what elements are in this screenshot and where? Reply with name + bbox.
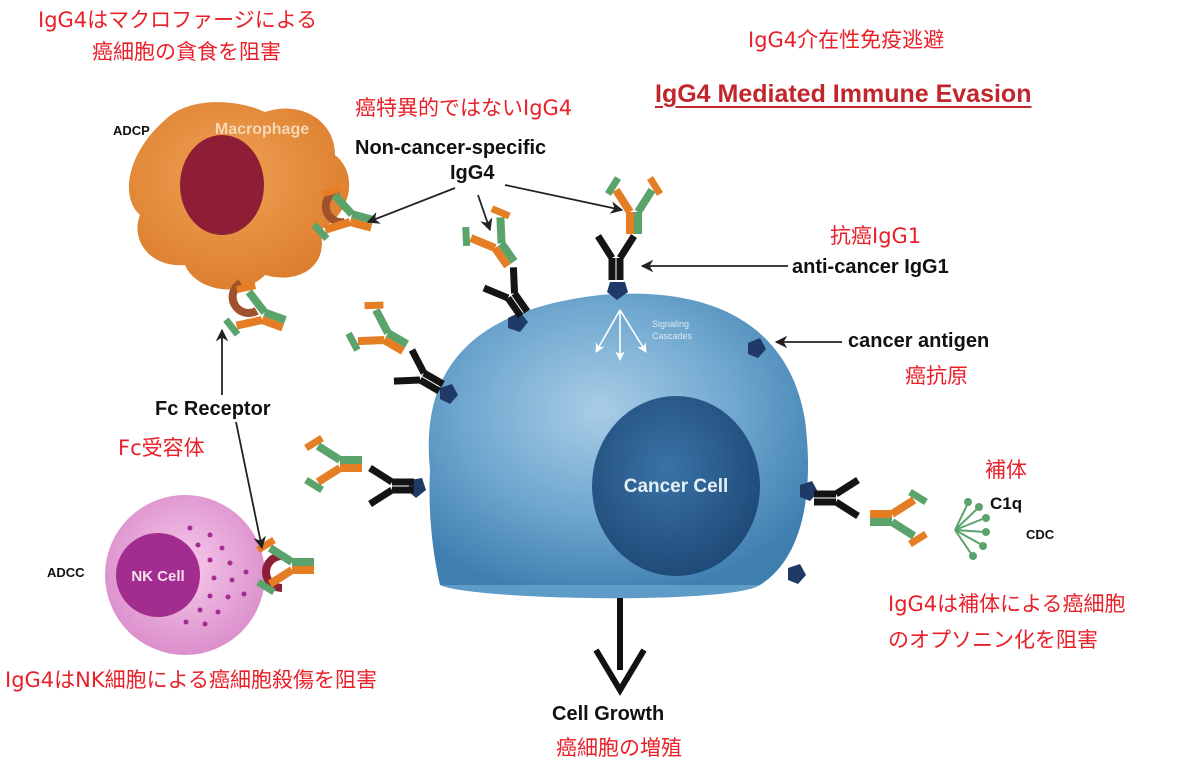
igg1-cdc-side — [814, 480, 858, 516]
fc-receptor-jp: Fc受容体 — [118, 436, 205, 460]
complement-note-line2: のオプソニン化を阻害 — [888, 628, 1098, 652]
cancer-antigens — [408, 282, 818, 584]
nk-cell: NK Cell — [105, 495, 265, 655]
macrophage: Macrophage — [128, 102, 350, 290]
title-jp: IgG4介在性免疫逃避 — [748, 28, 945, 52]
cell-growth-en: Cell Growth — [552, 703, 665, 725]
pointer-arrows — [215, 184, 842, 550]
macrophage-note-line2: 癌細胞の貪食を阻害 — [92, 40, 281, 64]
anti-cancer-igg1-jp: 抗癌IgG1 — [830, 224, 922, 248]
cell-growth-arrow — [593, 598, 647, 696]
arrow-igg4-to-upper-left — [477, 194, 493, 232]
antigen-top — [607, 282, 628, 300]
non-cancer-igg4-en-line2: IgG4 — [450, 162, 495, 184]
signaling-arrows — [595, 309, 647, 361]
igg4-left-mid — [344, 297, 418, 370]
c1q-complement — [954, 498, 990, 560]
cell-growth-jp: 癌細胞の増殖 — [556, 736, 682, 760]
igg1-top — [598, 236, 634, 280]
igg1-left-low — [370, 468, 414, 504]
igg4-top — [608, 178, 660, 234]
complement-jp: 補体 — [985, 458, 1027, 482]
nk-fc-receptor — [262, 552, 283, 592]
antigen-upper-left — [508, 312, 528, 332]
cancer-cell-nucleus — [592, 396, 760, 576]
anti-cancer-igg1-en: anti-cancer IgG1 — [792, 256, 949, 278]
arrow-igg4-to-top — [504, 184, 624, 214]
antigen-cdc-side — [800, 481, 818, 501]
title-en: IgG4 Mediated Immune Evasion — [655, 80, 1032, 108]
igg4-cdc-side — [870, 492, 926, 544]
cdc-label: CDC — [1026, 527, 1055, 542]
nk-cell-nucleus — [116, 533, 200, 617]
nk-cell-note: IgG4はNK細胞による癌細胞殺傷を阻害 — [5, 668, 378, 692]
antigen-bottom-right — [788, 564, 806, 584]
antigen-right — [748, 338, 766, 358]
nk-cell-label: NK Cell — [131, 568, 184, 585]
non-cancer-igg4-jp: 癌特異的ではないIgG4 — [355, 96, 573, 120]
igg4-upper-left — [457, 203, 532, 279]
signaling-label-line1: Signaling — [652, 319, 689, 329]
complement-note-line1: IgG4は補体による癌細胞 — [888, 592, 1126, 616]
antigen-left-mid — [440, 384, 458, 404]
nk-granules — [183, 525, 249, 627]
arrow-fc-to-nk — [235, 421, 266, 550]
signaling-label-line2: Cascades — [652, 331, 693, 341]
adcc-label: ADCC — [47, 565, 85, 580]
adcp-label: ADCP — [113, 123, 150, 138]
cancer-cell-label: Cancer Cell — [624, 476, 729, 497]
igg4-left-low — [306, 438, 362, 490]
macrophage-label: Macrophage — [215, 121, 309, 138]
cancer-antigen-jp: 癌抗原 — [905, 364, 968, 388]
macrophage-nucleus — [180, 135, 264, 235]
arrow-igg4-to-macrophage — [366, 187, 456, 224]
cancer-cell: Cancer Cell Signaling Cascades — [428, 293, 808, 599]
cancer-antigen-en: cancer antigen — [848, 330, 990, 352]
c1q-label: C1q — [990, 494, 1023, 513]
macrophage-note-line1: IgG4はマクロファージによる — [38, 8, 318, 32]
fc-receptor-en: Fc Receptor — [155, 398, 271, 420]
non-cancer-igg4-en-line1: Non-cancer-specific — [355, 137, 547, 159]
